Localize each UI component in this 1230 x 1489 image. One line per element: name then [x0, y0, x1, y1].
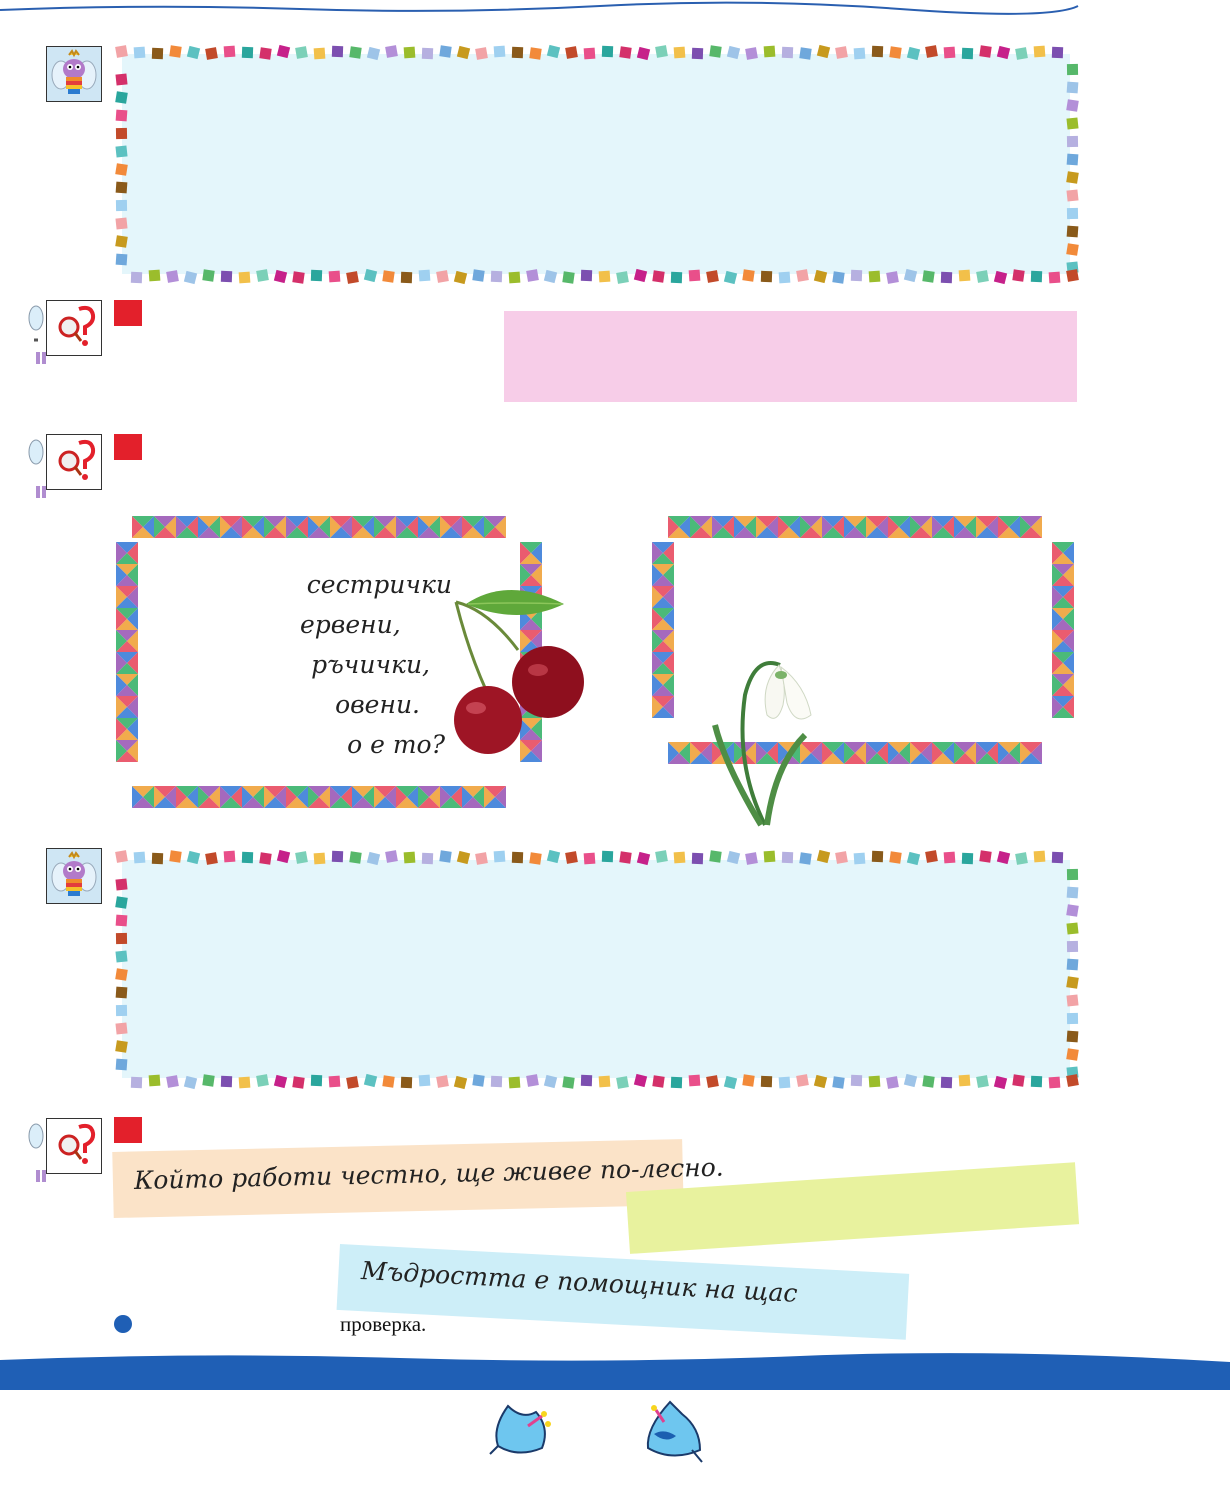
top-rule	[0, 1, 1079, 15]
riddle-text: сестрички ервени, ръчички, овени. о е то…	[300, 565, 470, 765]
riddle-line-4: овени.	[335, 690, 420, 719]
dotted-frame-1	[115, 44, 1079, 285]
bee-detective-icon-3	[28, 1123, 46, 1182]
magnifier-question-icon-3	[46, 1118, 102, 1174]
cherries-picture	[454, 590, 584, 754]
answer-frame-right	[652, 516, 1074, 764]
task-marker-2	[114, 434, 142, 460]
bee-mascot-icon	[46, 46, 102, 102]
answer-panel-pink	[504, 311, 1077, 402]
bluebell-flower-icon-right	[646, 1400, 703, 1463]
bee-detective-icon-2	[28, 439, 46, 498]
riddle-line-2: ервени,	[300, 610, 401, 639]
bullet-dot	[114, 1315, 132, 1333]
bee-detective-icon	[28, 305, 46, 364]
task-marker-1	[114, 300, 142, 326]
task-marker-3	[114, 1117, 142, 1143]
riddle-line-5: о е то?	[347, 730, 445, 759]
magnifier-question-icon	[46, 300, 102, 356]
dotted-frame-2	[115, 849, 1079, 1090]
bee-mascot-icon-2	[46, 848, 102, 904]
riddle-line-3: ръчички,	[311, 650, 430, 679]
writing-panel-2	[122, 860, 1070, 1078]
riddle-line-1: сестрички	[306, 570, 452, 599]
bottom-band	[0, 1353, 1230, 1390]
snowdrop-picture	[712, 661, 812, 827]
footer-note: проверка.	[340, 1312, 427, 1336]
magnifier-question-icon-2	[46, 434, 102, 490]
bluebell-flower-icon-left	[489, 1404, 551, 1455]
writing-panel-1	[122, 54, 1070, 274]
